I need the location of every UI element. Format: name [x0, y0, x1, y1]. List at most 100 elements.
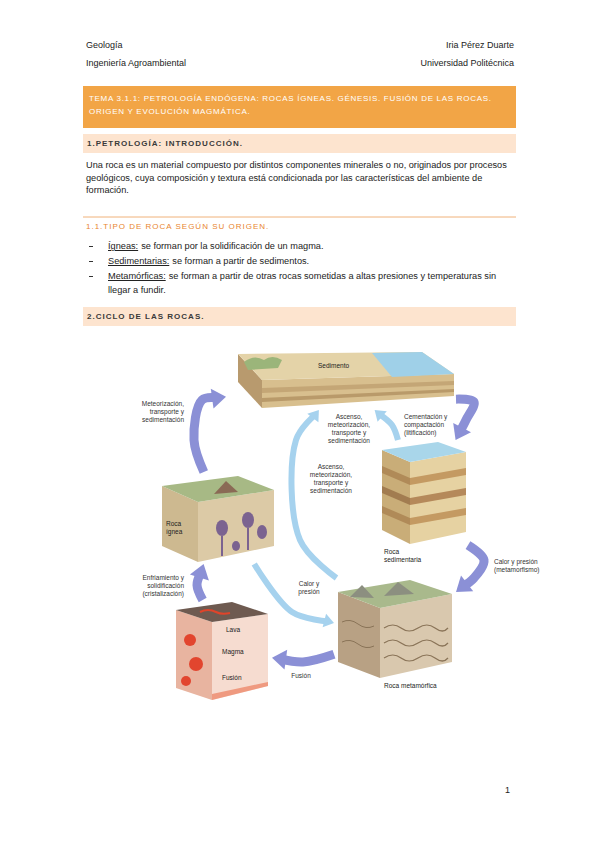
foliation	[384, 655, 448, 661]
process-label: Enfriamiento y solidificación (cristaliz…	[128, 574, 184, 598]
pluton-stem	[247, 528, 249, 550]
strata	[262, 389, 454, 402]
block-side	[176, 610, 212, 700]
magma-blob	[184, 634, 196, 646]
magma-drawing	[176, 602, 268, 700]
hills	[244, 357, 282, 370]
foliation	[342, 620, 374, 627]
magma-blob	[189, 657, 203, 671]
volcano	[214, 481, 238, 494]
land-surface	[162, 476, 274, 502]
foliation	[342, 640, 374, 647]
process-label: Meteorización, transporte y sedimentació…	[128, 400, 184, 424]
strata	[382, 466, 410, 485]
arrowhead	[211, 389, 226, 409]
process-label: Ascenso, meteorización, transporte y sed…	[324, 413, 374, 445]
melt-zone	[212, 682, 268, 700]
arrow-shaft	[379, 414, 398, 440]
mountain	[384, 582, 414, 596]
foliation	[384, 625, 448, 631]
pluton	[257, 525, 267, 539]
term-label: Metamórficas:	[108, 271, 166, 281]
arrowhead	[190, 564, 209, 580]
band-heading: 2.CICLO DE LAS ROCAS.	[83, 307, 516, 326]
magma-blob	[181, 676, 191, 686]
author-name: Iria Pérez Duarte	[314, 39, 514, 51]
pluton	[216, 520, 228, 536]
block-label: Lava	[226, 626, 256, 634]
arrow-shaft	[280, 654, 334, 662]
course-name: Geología	[86, 39, 286, 51]
land-surface	[238, 352, 454, 380]
term-label: Ígneas:	[108, 241, 138, 251]
process-label: Cementación y compactación (litificación…	[404, 413, 452, 437]
subsection-heading: 1.1.TIPO DE ROCA SEGÚN SU ORIGEN.	[86, 221, 514, 233]
arrowhead	[307, 410, 319, 422]
lava-flow	[200, 610, 230, 614]
arrowhead	[453, 423, 471, 440]
bullet-row: Sedimentarias:se forman a partir de sedi…	[108, 254, 514, 268]
arrowhead	[375, 410, 387, 422]
pluton	[242, 512, 254, 528]
section-band: 1.PETROLOGÍA: INTRODUCCIÓN.	[83, 134, 516, 153]
block-label: Sedimento	[318, 362, 358, 370]
sea-surface	[382, 442, 466, 462]
block-side	[382, 450, 410, 544]
process-label: Ascenso, meteorización, transporte y sed…	[306, 463, 356, 495]
metamorphic-drawing	[338, 580, 452, 678]
term-label: Sedimentarias:	[108, 256, 169, 266]
block-front	[212, 614, 268, 700]
term-definition: se forman a partir de otras rocas someti…	[108, 271, 496, 295]
block-front	[262, 374, 454, 408]
igneous-rock-block: Roca ígnea	[158, 472, 278, 564]
process-label: Fusión	[284, 672, 318, 680]
sedimentary-drawing	[382, 442, 466, 544]
sediment-drawing	[238, 352, 454, 408]
igneous-drawing	[162, 476, 274, 562]
title-band: TEMA 3.1.1: PETROLOGÍA ENDÓGENA: ROCAS Í…	[83, 86, 516, 128]
block-label: Magma	[222, 648, 258, 656]
university-name: Universidad Politécnica	[314, 57, 514, 69]
block-label: Roca sedimentaria	[384, 548, 430, 564]
intro-paragraph: Una roca es un material compuesto por di…	[86, 159, 514, 197]
inner-arrow	[375, 410, 398, 440]
land-surface	[338, 580, 452, 608]
heading-rule	[83, 217, 516, 218]
page-number: 1	[480, 784, 510, 796]
section-band: 2.CICLO DE LAS ROCAS.	[83, 307, 516, 326]
strata	[410, 468, 466, 485]
magma-block: LavaMagmaFusión	[172, 600, 272, 702]
block-label: Fusión	[222, 674, 258, 682]
pluton-stem	[221, 536, 223, 556]
metamorphic-rock-block: Roca metamórfica	[334, 578, 456, 700]
bullet-row: Metamórficas:se forman a partir de otras…	[108, 269, 514, 297]
foliation	[384, 640, 448, 646]
strata	[410, 508, 466, 525]
block-front	[410, 452, 466, 544]
strata	[382, 486, 410, 505]
term-definition: se forman por la solidificación de un ma…	[141, 241, 323, 251]
arrow-shaft	[194, 398, 218, 472]
inner-arrow	[254, 564, 334, 627]
strata	[382, 506, 410, 525]
arrowhead	[456, 575, 473, 592]
degree-name: Ingeniería Agroambiental	[86, 57, 286, 69]
bullet-dash	[89, 246, 93, 247]
block-label: Roca ígnea	[166, 520, 198, 536]
cycle-arrow	[456, 545, 484, 592]
process-label: Calor y presión	[288, 580, 330, 596]
land-surface	[176, 602, 268, 622]
band-heading: 1.PETROLOGÍA: INTRODUCCIÓN.	[83, 134, 516, 153]
strata	[410, 488, 466, 505]
mountain	[350, 585, 374, 598]
term-definition: se forman a partir de sedimentos.	[172, 256, 309, 266]
pluton	[232, 541, 240, 551]
block-label: Roca metamórfica	[384, 682, 440, 690]
sedimentary-rock-block: Roca sedimentaria	[378, 440, 468, 566]
arrowhead	[323, 614, 334, 628]
cycle-arrow	[194, 389, 226, 472]
sea-surface	[372, 352, 454, 377]
bullet-dash	[89, 276, 93, 277]
cycle-arrow	[272, 650, 334, 670]
